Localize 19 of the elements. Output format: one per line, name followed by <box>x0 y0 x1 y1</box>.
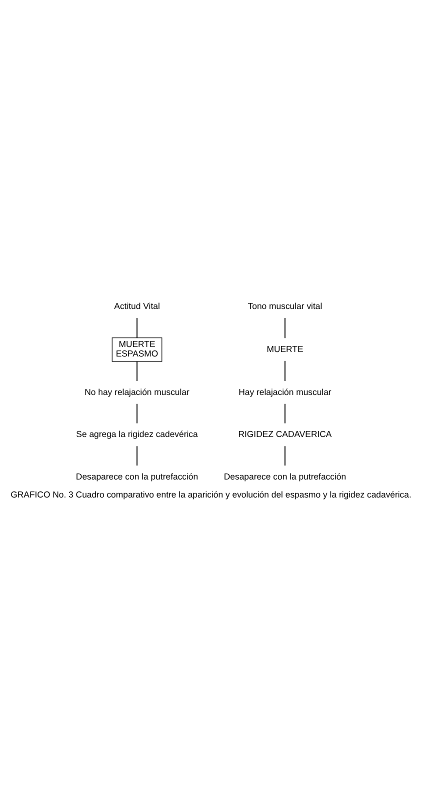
node-text: Desaparece con la putrefacción <box>76 471 198 482</box>
caption: GRAFICO No. 3 Cuadro comparativo entre la aparición y evolución del espasmo y la rigidez cadavérica. <box>10 490 412 500</box>
node-text: Desaparece con la putrefacción <box>224 471 346 482</box>
connector <box>284 446 286 466</box>
node-text: Actitud Vital <box>114 300 160 311</box>
connector <box>284 360 286 382</box>
connector <box>284 403 286 424</box>
node-text: Hay relajación muscular <box>238 386 332 397</box>
node-text: Se agrega la rigidez cadevérica <box>76 429 198 440</box>
node-text: MUERTE <box>266 344 304 354</box>
node-text: Tono muscular vital <box>248 300 322 311</box>
node-box: MUERTE ESPASMO <box>112 337 162 362</box>
node-text: RIGIDEZ CADAVERICA <box>238 429 332 440</box>
connector <box>136 446 138 466</box>
connector <box>284 318 286 339</box>
connector <box>136 361 138 382</box>
node-text: No hay relajación muscular <box>84 386 190 397</box>
connector <box>136 403 138 424</box>
connector <box>136 318 138 338</box>
